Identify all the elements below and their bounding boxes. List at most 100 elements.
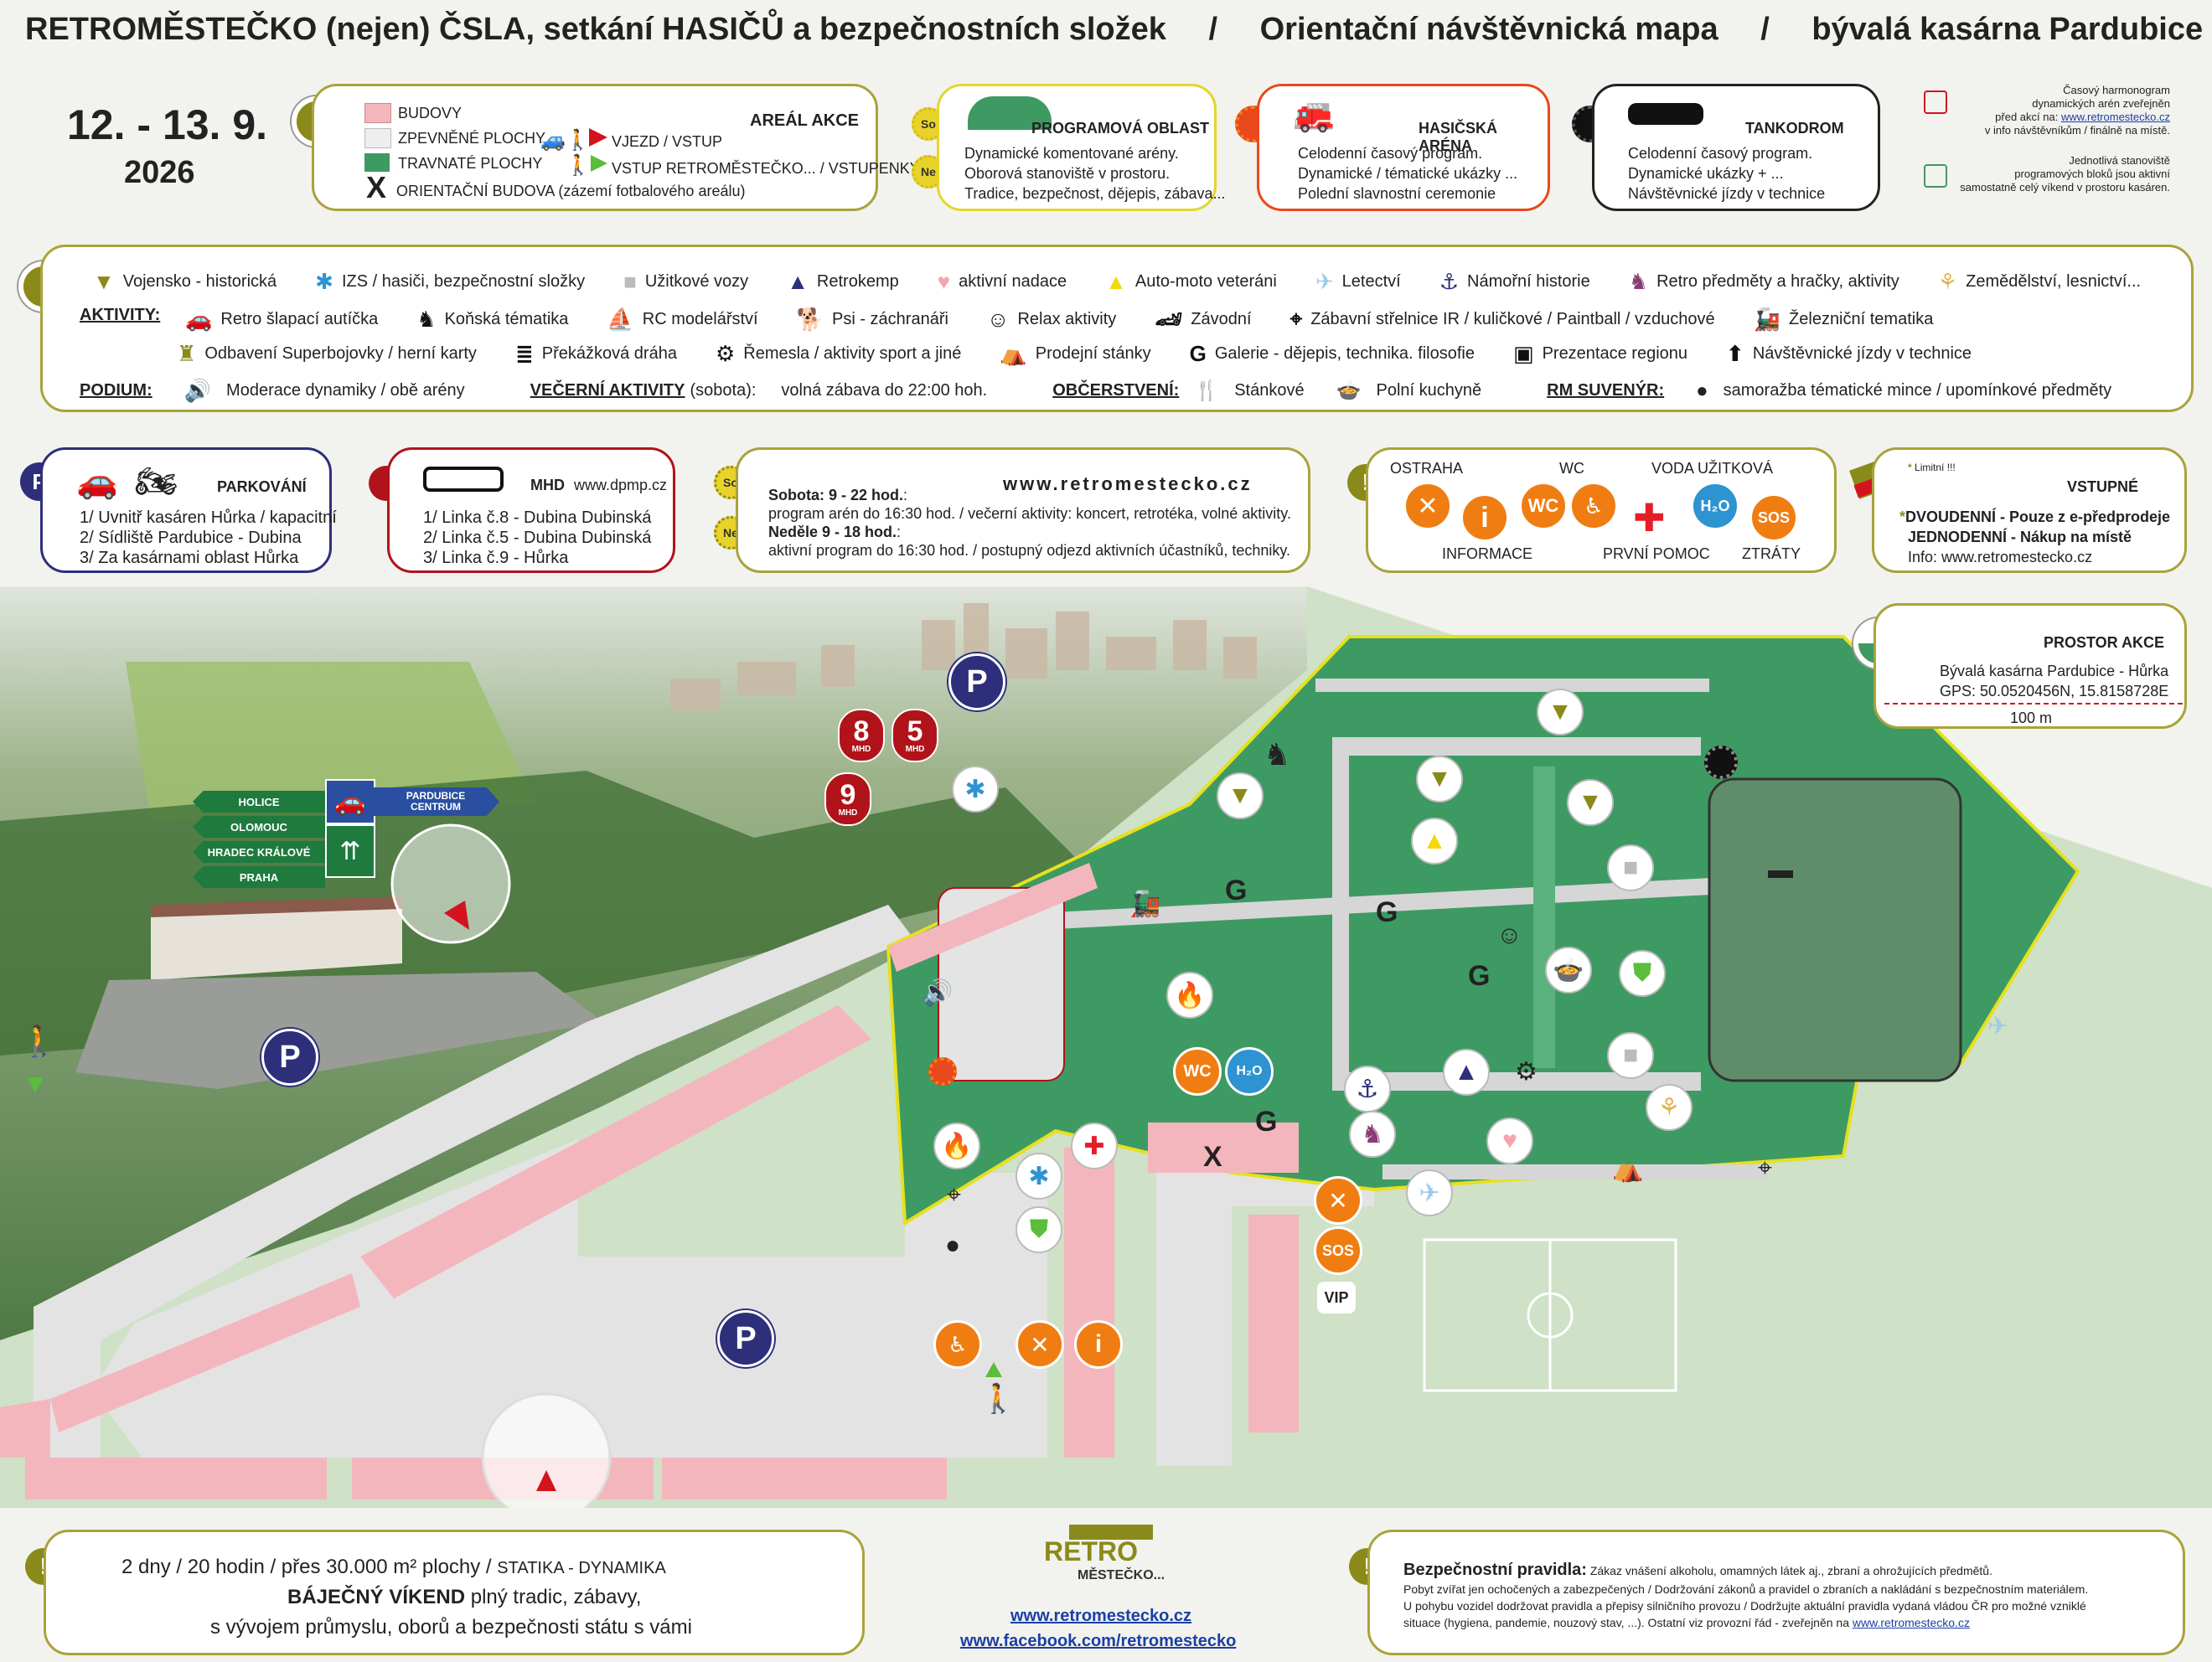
fire-icon[interactable]: 🔥 <box>1166 972 1213 1019</box>
sign-olomouc: OLOMOUC <box>193 816 325 838</box>
schedule-icon <box>1924 90 1947 114</box>
city-buildings <box>670 603 1257 712</box>
activity-item: ✈Letectví <box>1315 269 1401 295</box>
times-saturday: Sobota: 9 - 22 hod.: <box>768 487 907 504</box>
footer-facebook-link[interactable]: www.facebook.com/retromestecko <box>960 1632 1237 1650</box>
activity-item: ■Užitkové vozy <box>623 269 748 295</box>
security-map-icon[interactable]: ✕ <box>1314 1176 1362 1225</box>
heart-icon[interactable]: ♥ <box>1486 1117 1533 1164</box>
tankodrom-map-marker <box>1704 746 1738 779</box>
schedule-link[interactable]: www.retromestecko.cz <box>2060 111 2170 123</box>
walker-green-icon: 🚶 <box>566 154 591 177</box>
rules-line4: situace (hygiena, pandemie, nouzový stav… <box>1403 1616 1850 1629</box>
map-canvas <box>0 586 2212 1508</box>
activity-item: ▼Vojensko - historická <box>93 269 276 295</box>
izs-star-icon[interactable]: ✱ <box>952 766 999 813</box>
auto-moto-icon[interactable]: ▲ <box>1411 818 1458 865</box>
times-url[interactable]: www.retromestecko.cz <box>1003 473 1253 494</box>
plane-icon[interactable]: ✈ <box>1406 1169 1453 1216</box>
field-kitchen-map-icon[interactable]: 🍲 <box>1545 947 1592 994</box>
water-map-icon[interactable]: H₂O <box>1225 1047 1274 1096</box>
info-map-icon[interactable]: i <box>1074 1320 1123 1369</box>
rules-title-line: Bezpečnostní pravidla: Zákaz vnášení alk… <box>1403 1561 1992 1580</box>
south-road <box>1156 1173 1232 1466</box>
footer-web-link[interactable]: www.retromestecko.cz <box>1010 1607 1192 1625</box>
izs-shield-icon[interactable]: ⛊ <box>1619 950 1666 997</box>
gallery-g-icon: G <box>1376 896 1398 928</box>
anchor-icon[interactable]: ⚓ <box>1344 1066 1391 1112</box>
fire-icon[interactable]: 🔥 <box>933 1123 980 1169</box>
activity-item: 🐕Psi - záchranáři <box>797 306 948 333</box>
military-marker-icon[interactable]: ▼ <box>1567 779 1614 826</box>
legend-title: AREÁL AKCE <box>750 111 860 130</box>
rules-link[interactable]: www.retromestecko.cz <box>1852 1616 1970 1629</box>
mhd-url[interactable]: www.dpmp.cz <box>574 477 668 493</box>
gallery-g-icon: G <box>1255 1106 1278 1138</box>
mhd-line3: 3/ Linka č.9 - Hůrka <box>423 549 569 567</box>
rules-line2: Pobyt zvířat jen ochočených a zabezpečen… <box>1403 1582 2089 1596</box>
field <box>126 662 536 821</box>
activity-label: RC modelářství <box>642 309 758 328</box>
vip-badge[interactable]: VIP <box>1317 1282 1356 1314</box>
refresh-kitchen: Polní kuchyně <box>1376 381 1482 400</box>
utility-vehicle-icon[interactable]: ■ <box>1607 1032 1654 1079</box>
izs-star-icon[interactable]: ✱ <box>1016 1153 1062 1200</box>
limit-text: Limitní !!! <box>1915 462 1956 473</box>
gallery-g-icon: G <box>1468 960 1491 992</box>
activity-label: Řemesla / aktivity sport a jiné <box>743 344 962 363</box>
security-map-icon-south[interactable]: ✕ <box>1016 1320 1064 1369</box>
activity-item: ▣Prezentace regionu <box>1513 341 1687 367</box>
footer-stats: 2 dny / 20 hodin / přes 30.000 m² plochy… <box>121 1556 492 1578</box>
title-separator: / <box>1208 12 1218 47</box>
activity-item: 🚂Železniční tematika <box>1754 306 1934 333</box>
parking-title: PARKOVÁNÍ <box>217 478 307 495</box>
activity-item: 🏎Závodní <box>1155 306 1251 333</box>
wheat-icon[interactable]: ⚘ <box>1646 1084 1693 1131</box>
rocking-horse-icon[interactable]: ♞ <box>1349 1111 1396 1158</box>
barracks-roof <box>151 896 402 917</box>
military-marker-icon[interactable]: ▼ <box>1416 756 1463 803</box>
train-map-icon: 🚂 <box>1129 890 1161 918</box>
rules-box: Bezpečnostní pravidla: Zákaz vnášení alk… <box>1367 1530 2185 1655</box>
souvenir-label: RM SUVENÝR: <box>1547 381 1665 400</box>
activity-item: ▲Auto-moto veteráni <box>1105 269 1277 295</box>
smile-icon: ☺ <box>986 306 1010 332</box>
wc-map-icon[interactable]: WC <box>1173 1047 1222 1096</box>
utility-vehicle-icon[interactable]: ■ <box>1607 844 1654 891</box>
parking-p2-pin[interactable]: P <box>948 653 1005 710</box>
race-car-icon: 🏎 <box>1155 306 1183 332</box>
first-aid-map-icon[interactable]: ✚ <box>1071 1123 1118 1169</box>
military-marker-icon[interactable]: ▼ <box>1217 772 1264 819</box>
podium-label: PODIUM: <box>80 381 152 400</box>
activity-item: ♞Koňská tématika <box>416 306 568 333</box>
legend-buildings: BUDOVY <box>398 105 463 121</box>
retrokemp-icon[interactable]: ▲ <box>1443 1049 1490 1096</box>
parking-p1-pin[interactable]: P <box>261 1029 318 1086</box>
sos-map-icon[interactable]: SOS <box>1314 1226 1362 1275</box>
military-marker-icon[interactable]: ▼ <box>1537 689 1584 736</box>
activity-item: ♜Odbavení Superbojovky / herní karty <box>177 341 477 367</box>
activity-item: ⌖Zábavní střelnice IR / kuličkové / Pain… <box>1290 306 1715 333</box>
activity-item: ⛺Prodejní stánky <box>1000 341 1150 367</box>
tankodrom-line2: Dynamické ukázky + ... <box>1628 165 1784 182</box>
sunday-label: Neděle 9 - 18 hod. <box>768 524 897 540</box>
fire-arena-box: 🚒 HASIČSKÁ ARÉNA Celodenní časový progra… <box>1257 84 1550 211</box>
izs-shield-icon[interactable]: ⛊ <box>1016 1206 1062 1253</box>
schedule-line4: v info návštěvníkům / finálně na místě. <box>1984 124 2170 137</box>
parking-p1-pin-south[interactable]: P <box>717 1310 774 1367</box>
activity-label: Prodejní stánky <box>1035 344 1151 363</box>
program-area-title: PROGRAMOVÁ OBLAST <box>1031 120 1210 137</box>
tankodrom-title: TANKODROM <box>1745 120 1844 137</box>
plane-icon: ✈ <box>1315 269 1334 294</box>
wc-accessible-map-icon[interactable]: ♿ <box>933 1320 982 1369</box>
green-arrow-icon <box>591 155 607 172</box>
crosshair-map-icon: ⌖ <box>947 1181 961 1209</box>
mhd-line1: 1/ Linka č.8 - Dubina Dubinská <box>423 508 652 527</box>
limit-note: * Limitní !!! <box>1908 462 1956 473</box>
buildings <box>0 863 1299 1499</box>
tickets-box: * Limitní !!! VSTUPNÉ *DVOUDENNÍ - Pouze… <box>1872 447 2187 573</box>
ticket-two-day: DVOUDENNÍ - Pouze z e-předprodeje <box>1905 508 2171 525</box>
